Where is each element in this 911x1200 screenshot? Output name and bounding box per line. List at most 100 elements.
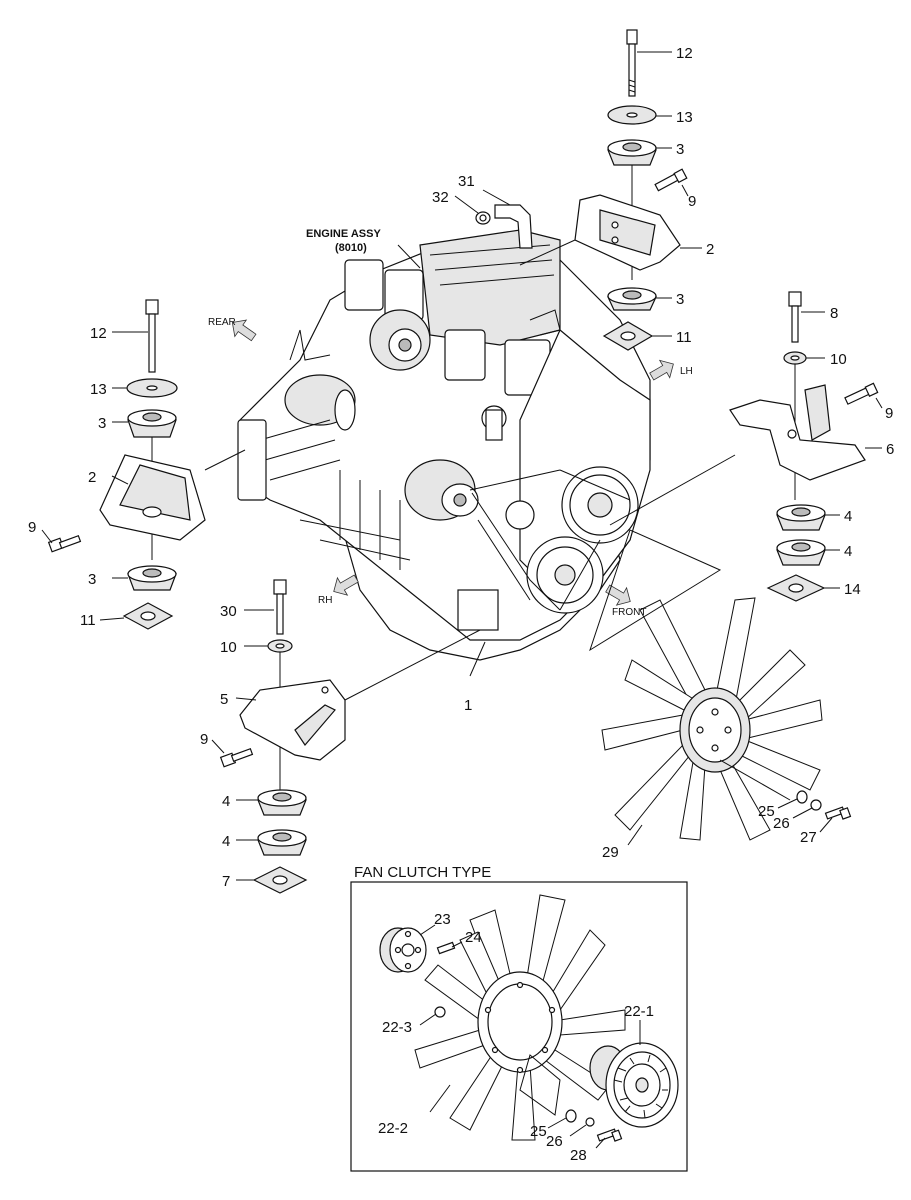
bracket-2-left: [99, 454, 206, 541]
bolt-12-left: [145, 299, 159, 373]
callout-9-front: 9: [200, 731, 208, 748]
callout-1: 1: [464, 697, 472, 714]
callout-3-right-top: 3: [676, 141, 684, 158]
rubber-mount-3-right-top: [607, 139, 657, 166]
callout-11-left: 11: [80, 612, 96, 629]
rubber-mount-4-right-top: [776, 504, 826, 531]
washer-13-right: [607, 105, 657, 125]
callout-26-inset: 26: [546, 1133, 563, 1150]
bolt-9-right-top: [654, 168, 688, 192]
callout-2-right: 2: [706, 241, 714, 258]
callout-30: 30: [220, 603, 237, 620]
callout-6: 6: [886, 441, 894, 458]
rubber-mount-4-front-top: [257, 789, 307, 816]
bolt-28: [596, 1128, 623, 1142]
callout-4-right-top: 4: [844, 508, 852, 525]
plate-7: [252, 866, 308, 894]
bolt-9-left: [47, 534, 82, 553]
bolt-8: [788, 291, 802, 343]
fan-clutch-22-1: [589, 1042, 679, 1128]
callout-28: 28: [570, 1147, 587, 1164]
callout-29: 29: [602, 844, 619, 861]
callout-26: 26: [773, 815, 790, 832]
bolt-9-right-mid: [844, 382, 879, 405]
callout-10-front: 10: [220, 639, 237, 656]
callout-13-left: 13: [90, 381, 107, 398]
arrow-front-icon: [605, 584, 631, 606]
direction-rh: RH: [318, 595, 332, 606]
callout-8: 8: [830, 305, 838, 322]
bolt-12-right: [626, 29, 638, 97]
arrow-rear-icon: [231, 319, 257, 342]
rubber-mount-3-left-bottom: [127, 565, 177, 591]
callout-4-front-top: 4: [222, 793, 230, 810]
bolt-9-front: [219, 747, 254, 768]
cooling-fan: [601, 597, 823, 841]
leader-lines: [41, 51, 883, 881]
callout-31: 31: [458, 173, 475, 190]
callout-3-right-bottom: 3: [676, 291, 684, 308]
direction-front: FRONT: [612, 607, 646, 618]
bracket-6: [729, 384, 866, 481]
callout-10-right: 10: [830, 351, 847, 368]
callout-32: 32: [432, 189, 449, 206]
callout-12-right: 12: [676, 45, 693, 62]
callout-24: 24: [465, 929, 482, 946]
callout-11-right: 11: [676, 329, 692, 346]
callout-27: 27: [800, 829, 817, 846]
callout-22-3: 22-3: [382, 1019, 412, 1036]
callout-9-left: 9: [28, 519, 36, 536]
callout-22-1: 22-1: [624, 1003, 654, 1020]
washer-26: [810, 799, 822, 811]
callout-3-left-bottom: 3: [88, 571, 96, 588]
bolt-30: [273, 579, 287, 635]
plate-14: [766, 574, 826, 602]
pipe-clamp: [475, 211, 491, 225]
washer-26-inset: [585, 1117, 595, 1127]
callout-2-left: 2: [88, 469, 96, 486]
plate-11-left: [122, 602, 174, 630]
spacer-25: [796, 790, 808, 804]
callout-25: 25: [758, 803, 775, 820]
inset-title: FAN CLUTCH TYPE: [354, 864, 491, 881]
bracket-5: [239, 679, 346, 761]
direction-lh: LH: [680, 366, 693, 377]
arrow-rh-icon: [333, 574, 359, 596]
rubber-mount-4-front-bottom: [257, 829, 307, 856]
engine-assy-code: (8010): [335, 242, 367, 254]
bolt-27: [824, 806, 852, 820]
callout-4-right-bottom: 4: [844, 543, 852, 560]
nut-22-3: [434, 1006, 446, 1018]
direction-rear: REAR: [208, 317, 236, 328]
callout-23: 23: [434, 911, 451, 928]
inset-frame: [350, 881, 688, 1172]
engine-assy-label: ENGINE ASSY: [306, 228, 381, 240]
callout-9-right-mid: 9: [885, 405, 893, 422]
rubber-mount-4-right-bottom: [776, 539, 826, 566]
spacer-23: [379, 927, 427, 973]
arrow-lh-icon: [649, 359, 674, 381]
rubber-mount-3-left-top: [127, 409, 177, 438]
labels: ENGINE ASSY (8010) REAR LH RH FRONT FAN …: [28, 45, 894, 1164]
washer-10-front: [267, 639, 293, 653]
rubber-mount-3-right-bottom: [607, 287, 657, 311]
callout-4-front-bottom: 4: [222, 833, 230, 850]
callout-12-left: 12: [90, 325, 107, 342]
washer-10-right: [783, 351, 807, 365]
fan-clutch-fan: [414, 894, 626, 1141]
callout-3-left-top: 3: [98, 415, 106, 432]
callout-25-inset: 25: [530, 1123, 547, 1140]
plate-11-right: [602, 321, 654, 351]
bolt-24: [436, 941, 456, 955]
callout-13-right: 13: [676, 109, 693, 126]
intake-pipe: [494, 204, 533, 249]
engine-assembly: [237, 229, 651, 661]
washer-13-left: [126, 378, 178, 398]
callout-14: 14: [844, 581, 861, 598]
callout-5: 5: [220, 691, 228, 708]
callout-9-right-top: 9: [688, 193, 696, 210]
callout-7: 7: [222, 873, 230, 890]
fan-clutch-inset: [350, 881, 688, 1172]
bracket-2-right: [574, 194, 681, 271]
